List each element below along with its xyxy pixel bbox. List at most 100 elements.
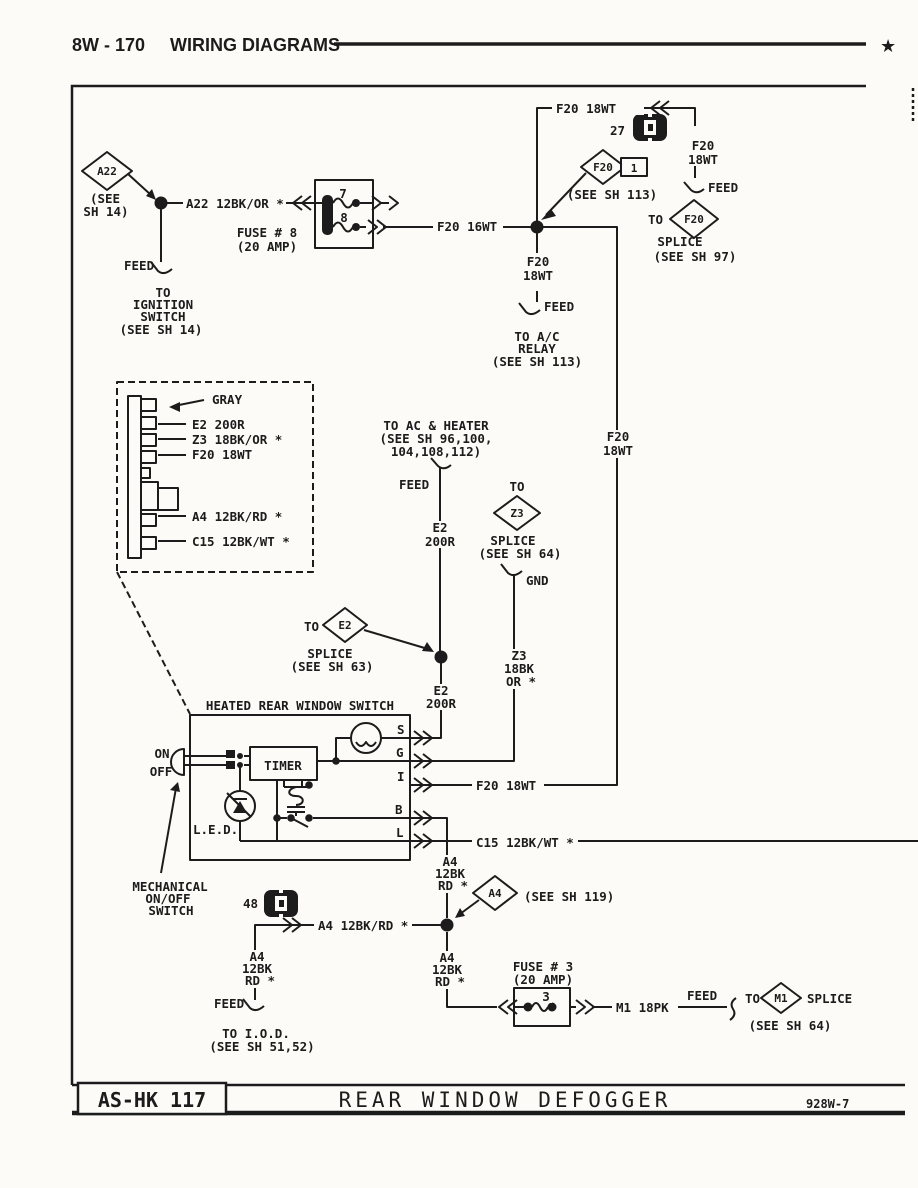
junction-coil [305,781,313,789]
label-c15-wire: C15 12BK/WT * [476,835,574,850]
label-to-e2: TO [304,619,319,634]
connector-detail-border [116,381,314,573]
label-fuse8-name: FUSE # 8 [237,225,297,240]
label-feed-m1: FEED [687,988,717,1003]
diagram-labels: F20 18WT 27 F20 18WT FEED TO F20 SPLICE … [83,101,852,1054]
label-a4-iod-3: RD * [245,973,275,988]
label-f20-vert-1: F20 [607,429,630,444]
label-e2-wire-1: E2 [432,520,447,535]
junction-b3 [305,814,313,822]
label-f20-top-wire: F20 18WT [556,101,616,116]
fuse8-elements [332,197,354,233]
arrowhead-mechanical [170,782,180,792]
arrowhead-f20-splice1 [541,209,556,220]
connector-terminals [140,398,179,550]
bracket-ac-heater [430,457,452,470]
switch-box [189,714,411,861]
diamond-a22-icon [81,151,133,191]
connector-term-g-icon [413,753,433,769]
label-ignition-4: (SEE SH 14) [120,322,203,337]
label-led: L.E.D. [193,822,238,837]
diamond-f20-1-pinbox [620,157,648,177]
label-f20-mid-2: 18WT [523,268,553,283]
label-ac-relay-3: (SEE SH 113) [492,354,582,369]
junction-b1 [273,814,281,822]
label-feed-ignition: FEED [124,258,154,273]
label-ignition-3: SWITCH [140,309,185,324]
footer: AS-HK 117 REAR WINDOW DEFOGGER 928W-7 [72,1081,905,1116]
label-timer: TIMER [264,758,302,773]
label-m1-splice-word: SPLICE [807,991,852,1006]
label-a4-ref: (SEE SH 119) [524,889,614,904]
label-ac-relay-1: TO A/C [514,329,559,344]
page-header-title: WIRING DIAGRAMS [170,35,340,55]
leader-e2-splice [363,629,429,650]
label-feed-ac-relay: FEED [544,299,574,314]
label-fuse8-pin8: 8 [340,210,348,225]
label-a22-wire: A22 12BK/OR * [186,196,284,211]
fuse3-dot-right [547,1002,557,1012]
label-m1-splice-ref: (SEE SH 64) [749,1018,832,1033]
illumination-lamp-icon [350,722,382,754]
arrowhead-a4 [455,908,465,918]
label-ignition-2: IGNITION [133,297,193,312]
label-mech-3: SWITCH [148,903,193,918]
label-a22-ref-1: (SEE [90,191,120,206]
label-term-s: S [397,722,405,737]
fuse3-block [513,987,571,1027]
connector-term-b-icon [413,810,433,826]
label-conn-a4: A4 12BK/RD * [192,509,282,524]
label-ignition-1: TO [155,285,170,300]
fuse8-dot7 [352,199,360,207]
switch-internal-wiring [184,737,410,842]
arrowhead-a22 [146,189,156,200]
junction-a4 [440,918,454,932]
label-feed-ac-heater: FEED [399,477,429,492]
label-a4-iod-2: 12BK [242,961,273,976]
label-e2-splice-word: SPLICE [307,646,352,661]
bracket-ignition [150,261,173,275]
diamond-z3-icon [493,495,541,531]
label-conn-z3: Z3 18BK/OR * [192,432,282,447]
label-m1-wire: M1 18PK [616,1000,669,1015]
label-f20-1-ref: (SEE SH 113) [567,187,657,202]
label-z3-wire-1: Z3 [511,648,526,663]
label-a4-iod-1: A4 [249,949,264,964]
label-a4-wire: A4 12BK/RD * [318,918,408,933]
page-code: 928W-7 [806,1097,849,1111]
label-ac-heater-2: (SEE SH 96,100, [380,431,493,446]
connector-detail-box [116,381,314,715]
label-diamond-f20-1: F20 [593,161,613,174]
label-mech-2: ON/OFF [145,891,190,906]
label-off: OFF [150,764,173,779]
diamond-m1-icon [760,982,802,1014]
label-fuse3-pin: 3 [542,989,550,1004]
label-splice97-word: SPLICE [657,234,702,249]
bracket-gnd [500,563,523,577]
diamond-a4-icon [472,875,518,911]
junction-e2 [434,650,448,664]
wire-z3 [410,576,515,762]
label-conn-f20: F20 18WT [192,447,252,462]
label-term-i: I [397,769,405,784]
grommet-48-icon [264,890,298,917]
switch-contact-dot-2 [237,762,243,768]
junction-a22 [154,196,168,210]
label-gnd: GND [526,573,549,588]
label-a4-b-2: 12BK [435,866,466,881]
label-a4-fuse-2: 12BK [432,962,463,977]
label-diamond-a22: A22 [97,165,117,178]
label-diamond-a4: A4 [488,887,502,900]
connector-f20-top-icon [650,100,670,116]
label-e2-wire2-1: E2 [433,683,448,698]
inline-connector-symbols [282,100,670,1015]
wire-label-backgrounds [183,102,678,1014]
label-ac-heater-1: TO AC & HEATER [383,418,489,433]
label-term-g: G [396,745,404,760]
label-a22-ref-2: SH 14) [83,204,128,219]
switch-contact-dot-1 [237,753,243,759]
label-term-b: B [395,802,403,817]
fuse3-box [513,987,571,1027]
grommet-27-icon [633,114,667,141]
